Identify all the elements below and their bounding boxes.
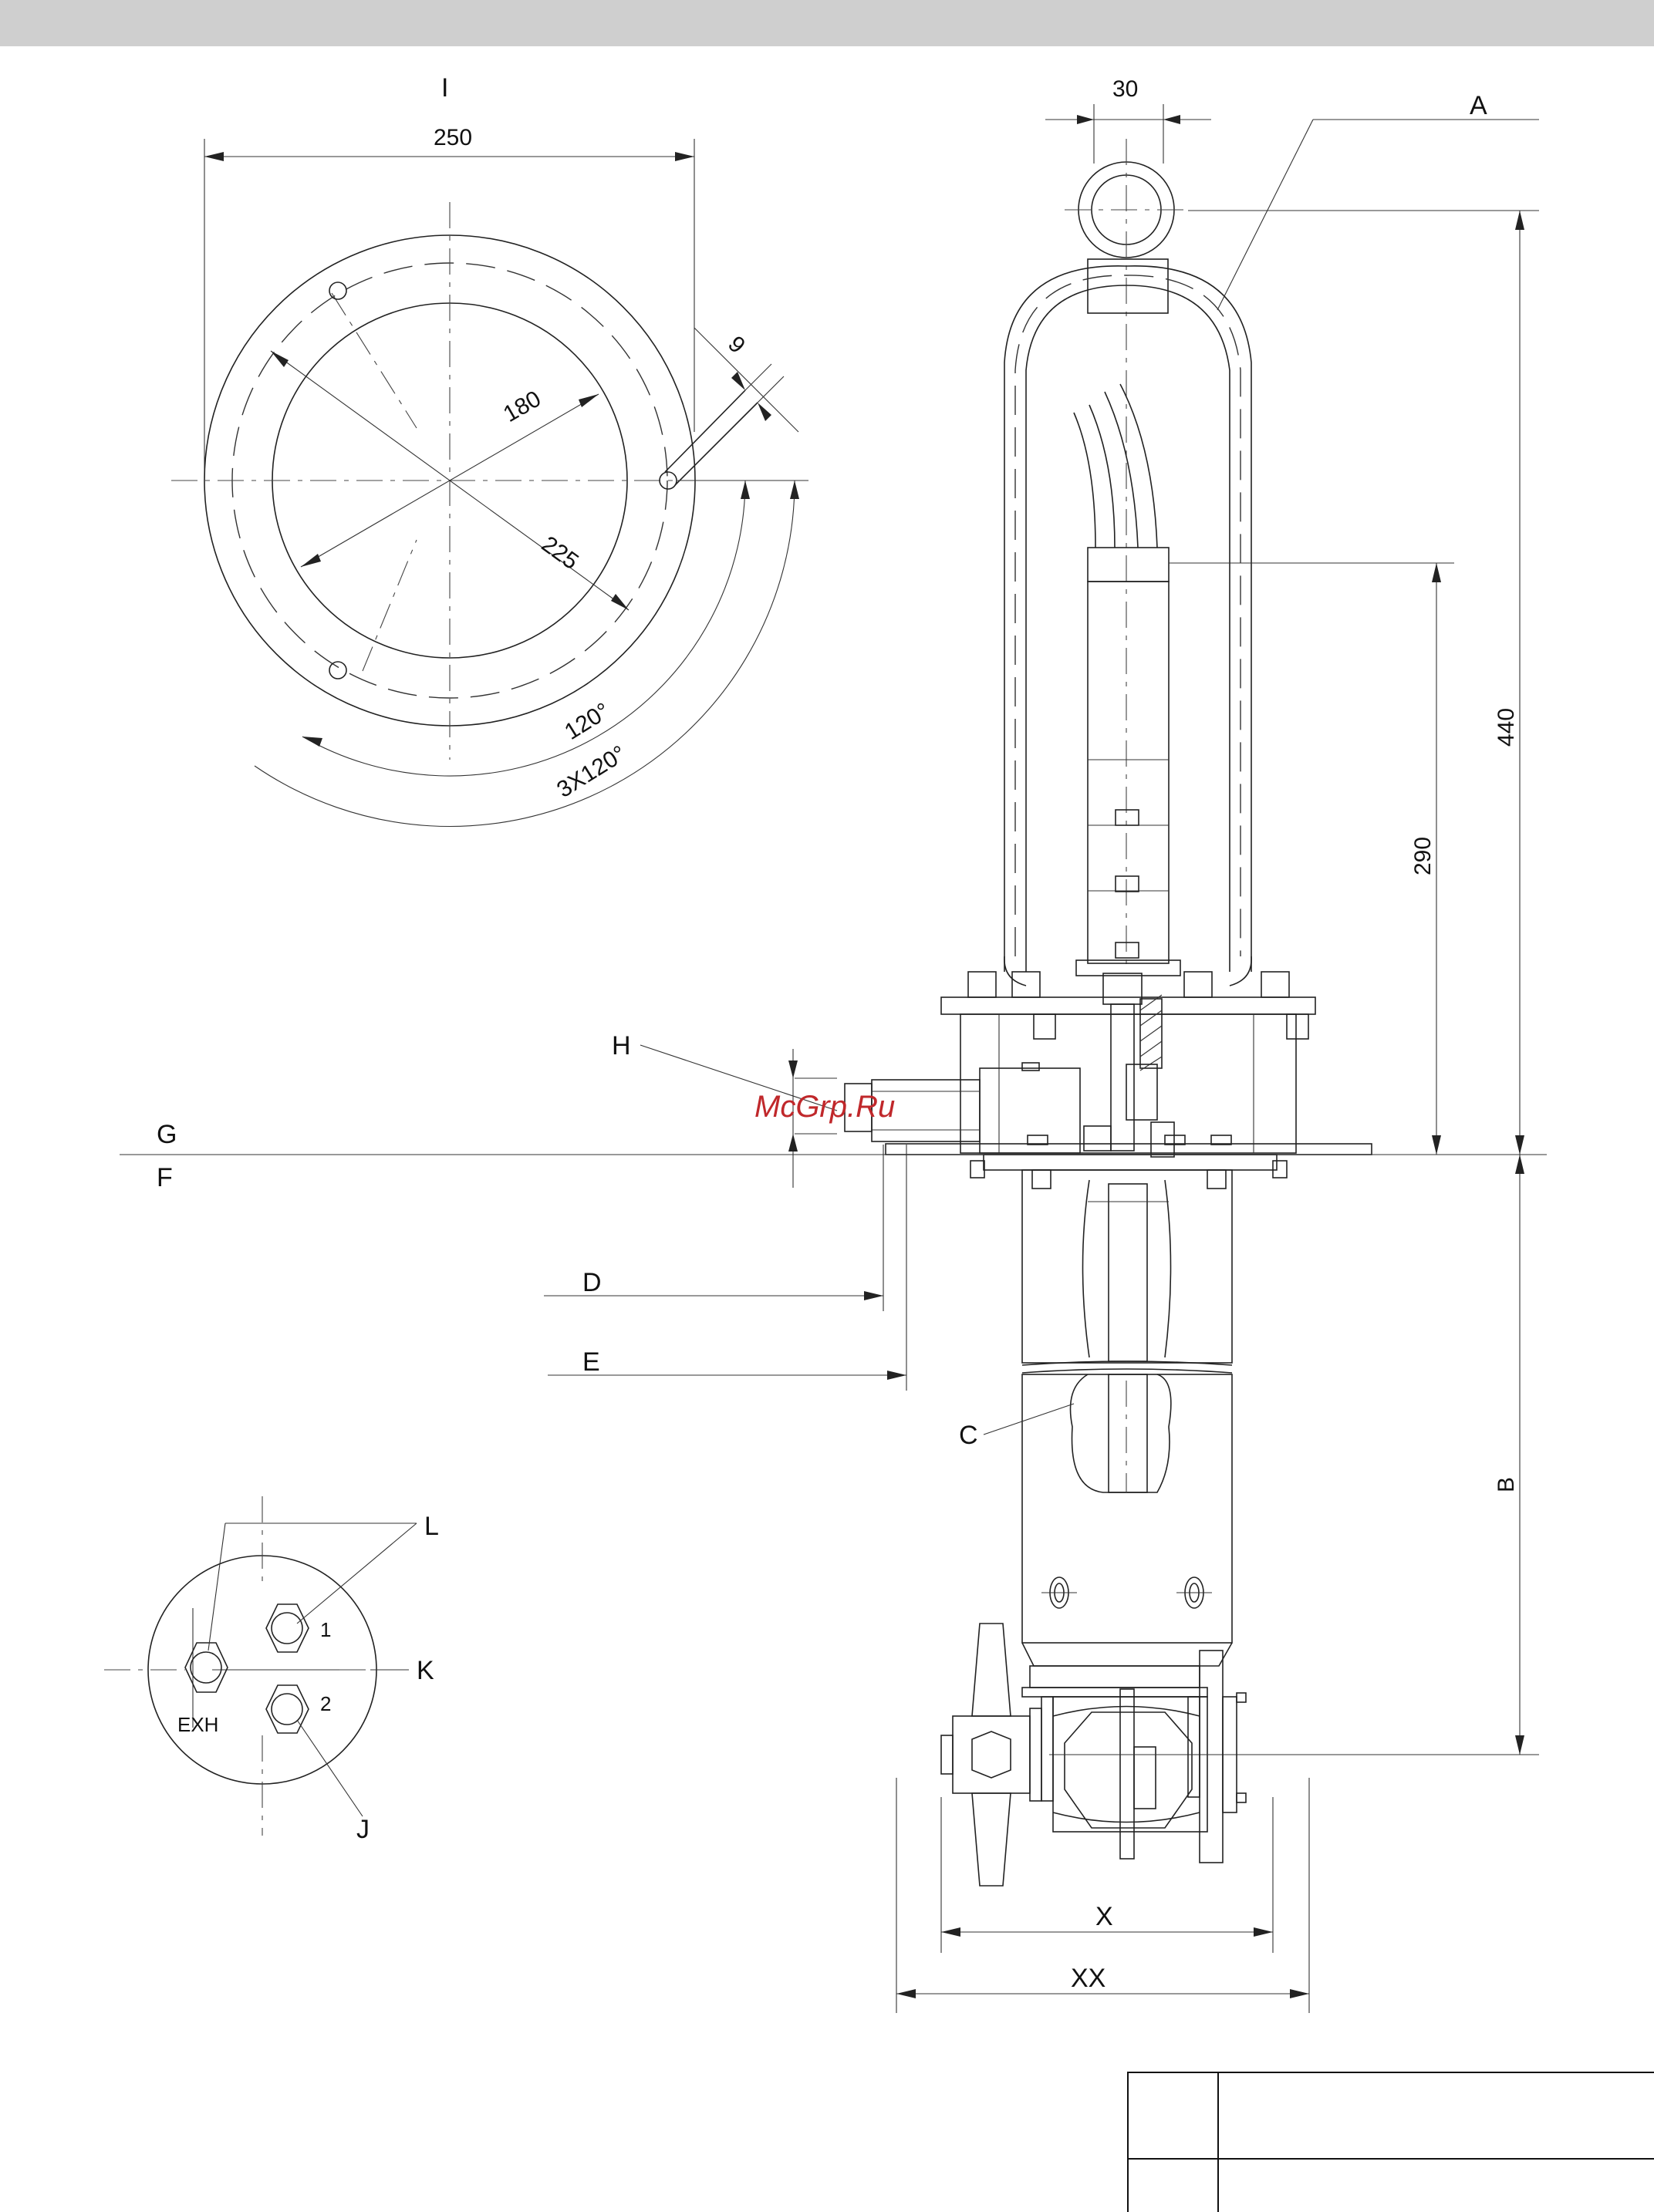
top-view-flange: I 250 180 225 <box>171 73 808 826</box>
callout-K: K <box>417 1656 434 1685</box>
title-block-divider-horizontal <box>1129 2158 1654 2160</box>
callout-J: J <box>356 1815 370 1844</box>
dimension-9: 9 <box>723 332 750 359</box>
port-1-label: 1 <box>320 1618 331 1641</box>
dimension-XX: XX <box>1071 1964 1105 1993</box>
dimension-180: 180 <box>499 386 545 427</box>
callout-A: A <box>1470 91 1487 120</box>
port-view: EXH 1 2 L K J <box>104 1496 439 1844</box>
main-assembly: 30 A 440 <box>120 76 1547 2013</box>
dimension-250: 250 <box>434 125 472 150</box>
dimension-30: 30 <box>1112 76 1138 102</box>
exhaust-label: EXH <box>177 1713 218 1736</box>
dimension-X: X <box>1095 1902 1113 1931</box>
callout-C: C <box>959 1421 978 1450</box>
callout-D: D <box>582 1268 602 1297</box>
callout-L: L <box>424 1512 439 1541</box>
watermark: McGrp.Ru <box>754 1090 895 1124</box>
dimension-B: B <box>1494 1477 1519 1492</box>
dimension-440: 440 <box>1494 708 1519 747</box>
view-title-I: I <box>441 73 448 103</box>
port-2-label: 2 <box>320 1692 331 1715</box>
callout-H: H <box>612 1031 631 1060</box>
callout-F: F <box>157 1163 173 1192</box>
title-block-divider-vertical <box>1217 2073 1219 2212</box>
title-block <box>1127 2072 1654 2212</box>
dimension-225: 225 <box>537 531 583 575</box>
callout-E: E <box>582 1347 600 1377</box>
dimension-290: 290 <box>1410 837 1436 875</box>
dimension-angle-3x120: 3X120° <box>552 741 630 803</box>
dimension-angle-120: 120° <box>560 698 614 745</box>
callout-G: G <box>157 1120 177 1149</box>
